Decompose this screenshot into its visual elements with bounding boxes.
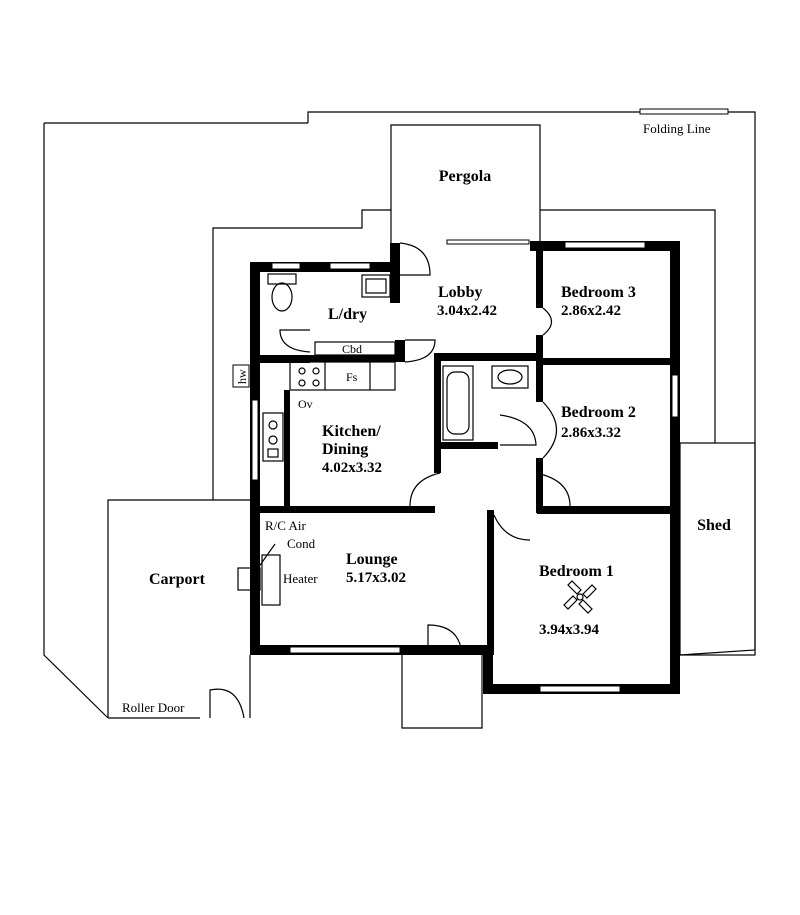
site-boundary: [43, 108, 756, 719]
lobby-dims: 3.04x2.42: [437, 303, 497, 319]
carport-label: Carport: [149, 571, 206, 588]
ov-label: Ov: [298, 397, 313, 411]
laundry-label: L/dry: [328, 306, 367, 323]
rc-air-label-2: Cond: [287, 536, 316, 551]
kitchen-label-1: Kitchen/: [322, 423, 381, 440]
rc-air-label-1: R/C Air: [265, 518, 306, 533]
lobby-label: Lobby: [438, 284, 482, 301]
folding-line-label: Folding Line: [643, 121, 711, 136]
kitchen-fixtures: Fs Ov: [262, 361, 396, 462]
pergola: Pergola: [390, 124, 541, 243]
roller-door-label: Roller Door: [122, 700, 185, 715]
bedroom3-dims: 2.86x2.42: [561, 303, 621, 319]
lounge-label: Lounge: [346, 551, 398, 568]
heater-label: Heater: [283, 571, 318, 586]
lounge-dims: 5.17x3.02: [346, 570, 406, 586]
interior-walls: [250, 243, 680, 655]
bedroom2-dims: 2.86x3.32: [561, 425, 621, 441]
shed-label: Shed: [697, 517, 731, 534]
bedroom3-label: Bedroom 3: [561, 284, 636, 301]
bathroom-fixtures: [442, 365, 529, 441]
kitchen-label-2: Dining: [322, 441, 368, 458]
cbd-label: Cbd: [342, 342, 362, 356]
shed: Shed: [679, 442, 756, 656]
front-porch: [401, 624, 483, 729]
room-labels: Folding Line Lobby 3.04x2.42 Bedroom 3 2…: [322, 121, 711, 638]
fs-label: Fs: [346, 370, 358, 384]
hw-label: hw: [235, 369, 249, 384]
kitchen-dims: 4.02x3.32: [322, 460, 382, 476]
bedroom2-label: Bedroom 2: [561, 404, 636, 421]
pergola-label: Pergola: [439, 168, 491, 185]
bedroom1-dims: 3.94x3.94: [539, 622, 600, 638]
ceiling-fan-icon: [563, 580, 597, 614]
eaves-lines: [212, 209, 716, 718]
heater-aircon: R/C Air Cond Heater: [237, 518, 318, 606]
windows: hw: [232, 239, 679, 693]
doors: [279, 242, 571, 541]
carport: Carport Roller Door: [107, 499, 250, 719]
bedroom1-label: Bedroom 1: [539, 563, 614, 580]
laundry-fixtures: Cbd: [267, 273, 396, 356]
